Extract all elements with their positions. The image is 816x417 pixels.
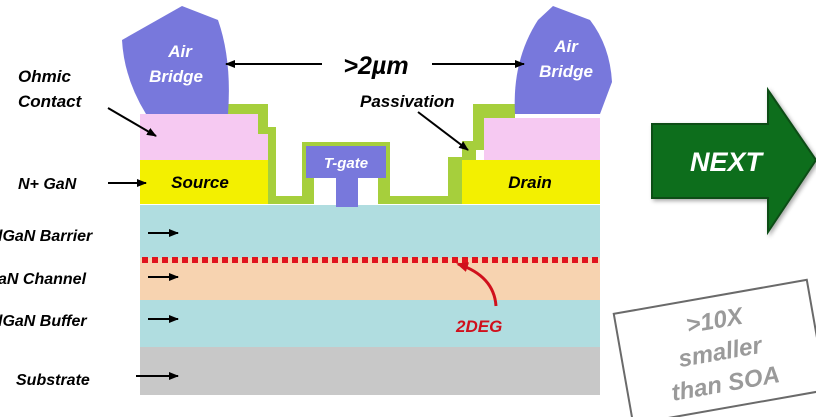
passivation-pointer — [417, 111, 469, 151]
channel-layer — [140, 258, 600, 300]
air-bridge-right-label-line1: Air — [553, 37, 579, 56]
drain-label: Drain — [508, 173, 551, 192]
ohmic-label-line1: Ohmic — [18, 67, 71, 86]
t-gate-label: T-gate — [324, 155, 368, 172]
spacing-label: >2µm — [343, 52, 408, 80]
ohmic-metal-left — [140, 114, 268, 160]
next-button-label[interactable]: NEXT — [690, 147, 765, 177]
n-plus-gan-label: N+ GaN — [18, 176, 77, 193]
air-bridge-right — [514, 6, 612, 114]
air-bridge-left-label-line1: Air — [167, 42, 193, 61]
source-contact — [140, 160, 268, 204]
next-arrow-icon[interactable] — [651, 86, 816, 236]
barrier-label: lGaN Barrier — [0, 228, 93, 245]
ohmic-label-line2: Contact — [18, 92, 83, 111]
substrate-layer — [140, 347, 600, 395]
two-deg-label: 2DEG — [455, 317, 502, 336]
note-box-frame — [612, 278, 816, 417]
passivation-label: Passivation — [360, 92, 455, 111]
buffer-layer — [140, 300, 600, 347]
buffer-label: lGaN Buffer — [0, 313, 87, 330]
air-bridge-right-label-line2: Bridge — [539, 62, 593, 81]
ohmic-metal-right — [484, 118, 600, 160]
note-box: >10X smaller than SOA — [612, 278, 816, 417]
two-deg-pointer — [456, 262, 498, 307]
drain-contact — [462, 160, 600, 204]
next-button[interactable]: NEXT — [651, 86, 816, 236]
air-bridge-left-label-line2: Bridge — [149, 67, 203, 86]
channel-label: aN Channel — [0, 271, 87, 288]
substrate-label: Substrate — [16, 372, 90, 389]
t-gate — [306, 146, 386, 207]
ohmic-pointer — [107, 107, 157, 137]
barrier-layer — [140, 205, 600, 258]
source-label: Source — [171, 173, 229, 192]
air-bridge-left — [122, 6, 229, 114]
